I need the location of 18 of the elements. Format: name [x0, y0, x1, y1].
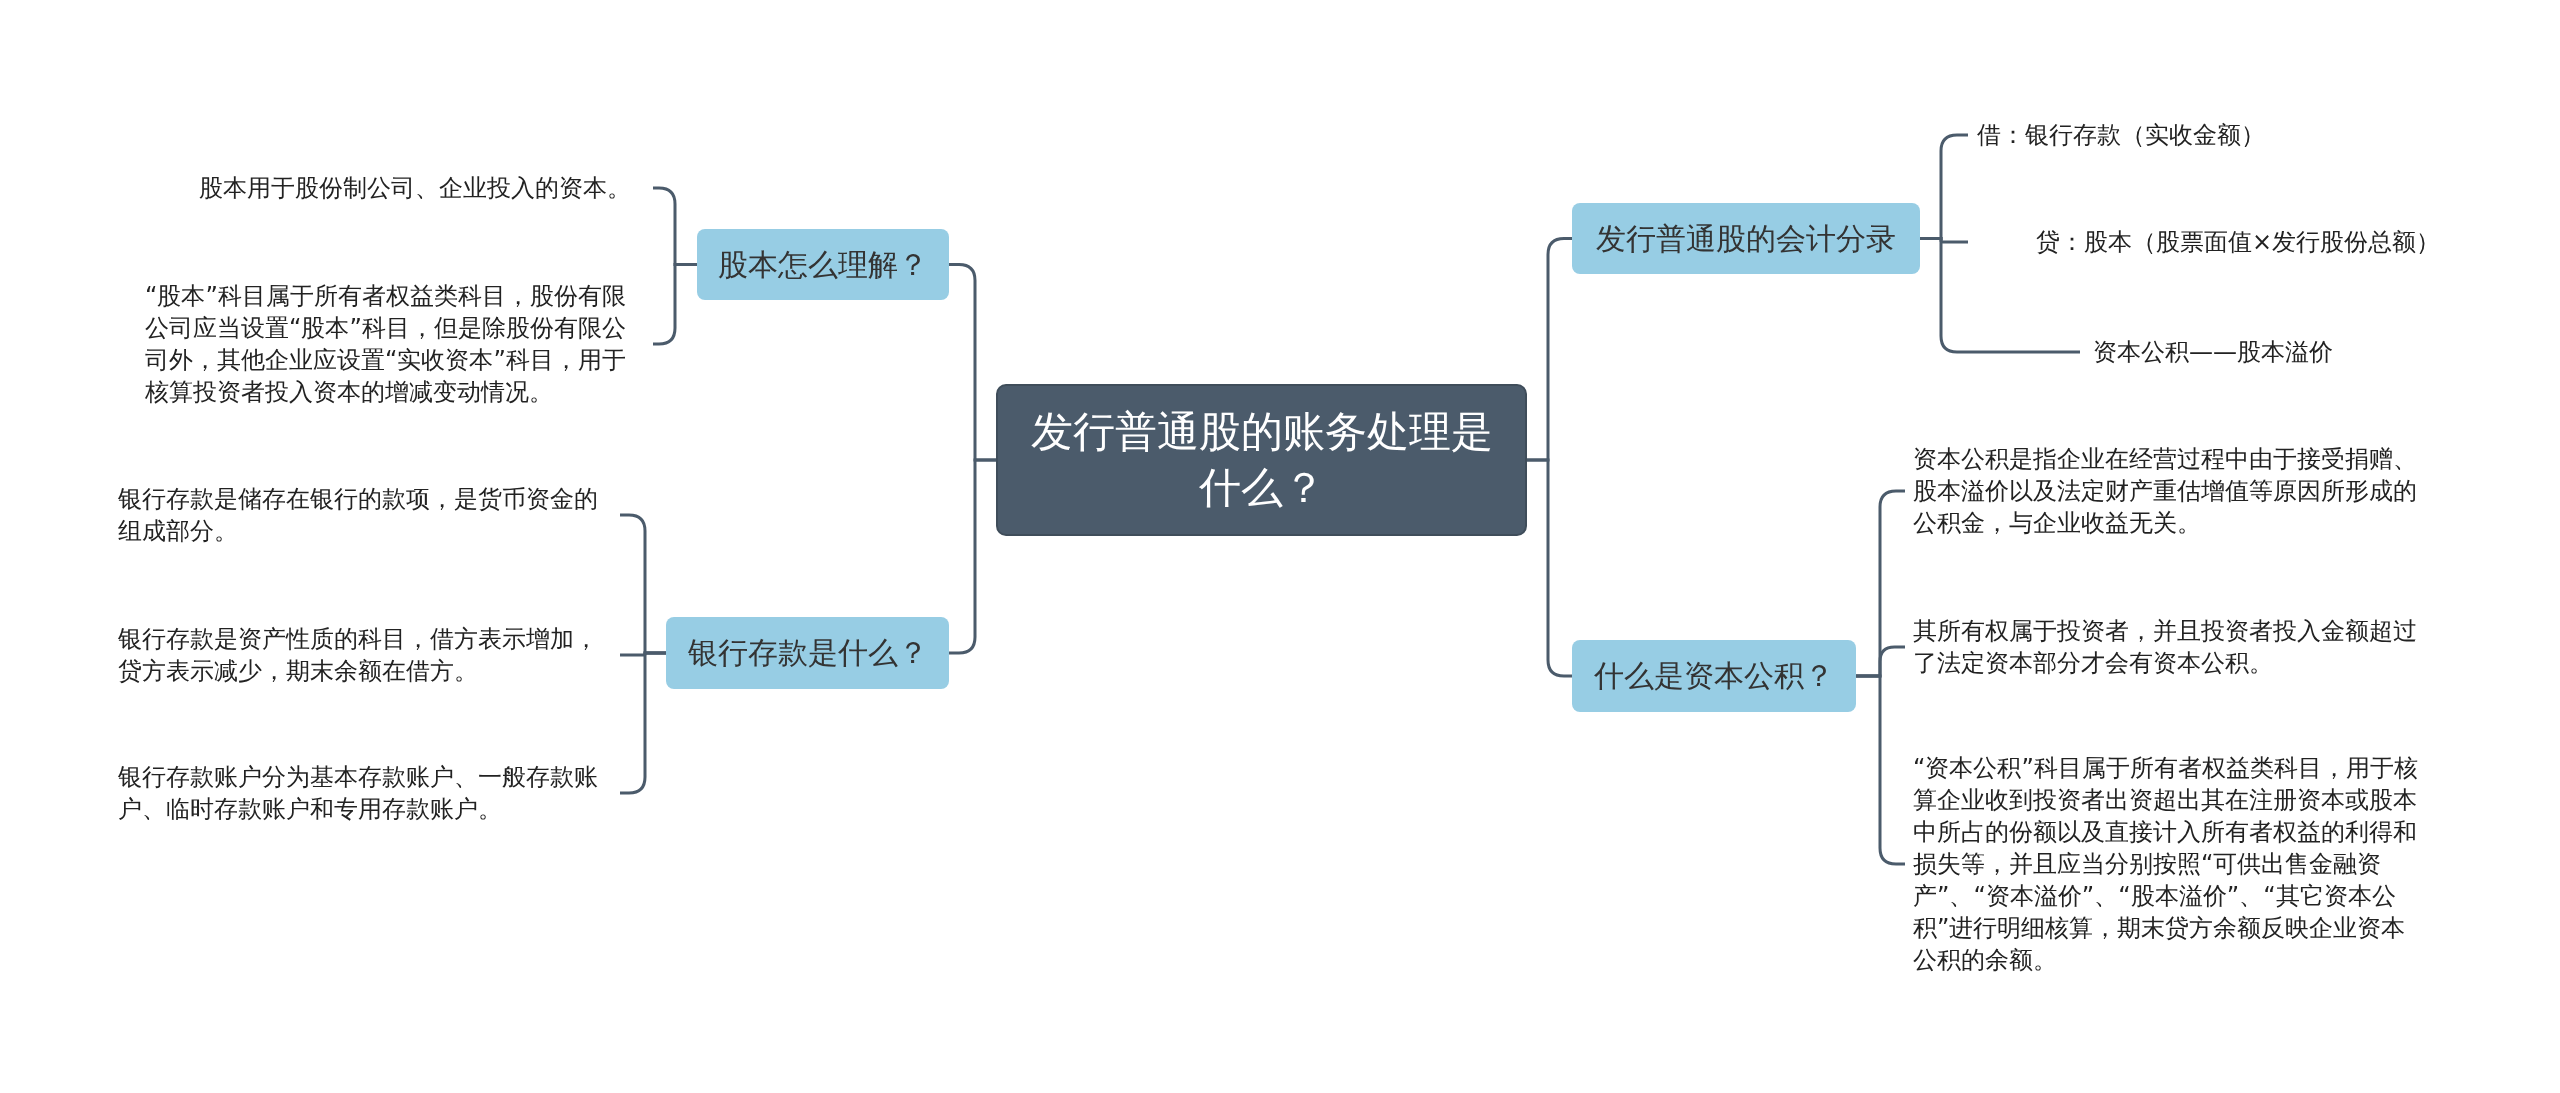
note-text: 银行存款是资产性质的科目，借方表示增加，贷方表示减少，期末余额在借方。: [100, 620, 620, 690]
note-text: 资本公积——股本溢价: [2080, 332, 2380, 372]
topic-box: 股本怎么理解？: [697, 229, 949, 300]
note-text: 其所有权属于投资者，并且投资者投入金额超过了法定资本部分才会有资本公积。: [1905, 612, 2425, 682]
note-text: 借：银行存款（实收金额）: [1968, 116, 2298, 154]
note-text: 贷：股本（股票面值×发行股份总额）: [1968, 222, 2448, 262]
note-text: “股本”科目属于所有者权益类科目，股份有限公司应当设置“股本”科目，但是除股份有限公司外，其他企业应设置“实收资本”科目，用于核算投资者投入资本的增减变动情况。: [128, 276, 653, 412]
note-text: 资本公积是指企业在经营过程中由于接受捐赠、股本溢价以及法定财产重估增值等原因所形成的公积金，与企业收益无关。: [1905, 440, 2425, 542]
note-text: 银行存款账户分为基本存款账户、一般存款账户、临时存款账户和专用存款账户。: [100, 758, 620, 828]
connector-line: [1920, 237, 2080, 354]
connector-line: [1527, 458, 1572, 678]
topic-box: 什么是资本公积？: [1572, 640, 1856, 712]
topic-box: 银行存款是什么？: [666, 617, 949, 689]
note-text: 股本用于股份制公司、企业投入的资本。: [150, 168, 653, 208]
note-text: “资本公积”科目属于所有者权益类科目，用于核算企业收到投资者出资超出其在注册资本或股本中所占的份额以及直接计入所有者权益的利得和损失等，并且应当分别按照“可供出售金融资产”、“资本溢价”、“股本溢价”、“其它资本公积”进行明细核算，期末贷方余额反映企业资本公积的余额。: [1905, 750, 2425, 978]
note-text: 银行存款是储存在银行的款项，是货币资金的组成部分。: [100, 480, 620, 550]
topic-box: 发行普通股的会计分录: [1572, 203, 1920, 274]
central-topic-box: 发行普通股的账务处理是什么？: [996, 384, 1527, 536]
